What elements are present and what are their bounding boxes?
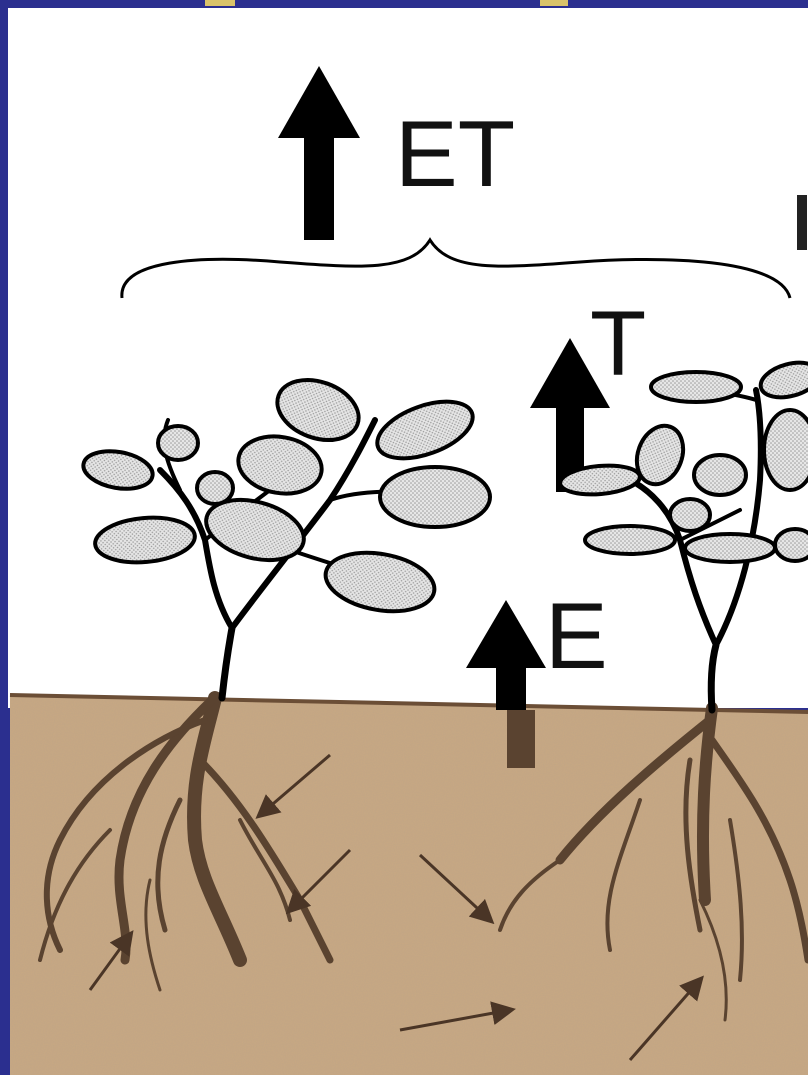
et-label: ET — [395, 101, 515, 206]
title-bar-fragment — [540, 0, 568, 6]
e-arrow-in-soil — [507, 710, 535, 768]
soil-block — [10, 695, 808, 1075]
title-bar-fragment — [205, 0, 235, 6]
e-label: E — [545, 583, 608, 688]
clipped-glyph — [797, 195, 807, 250]
t-label: T — [590, 293, 646, 395]
